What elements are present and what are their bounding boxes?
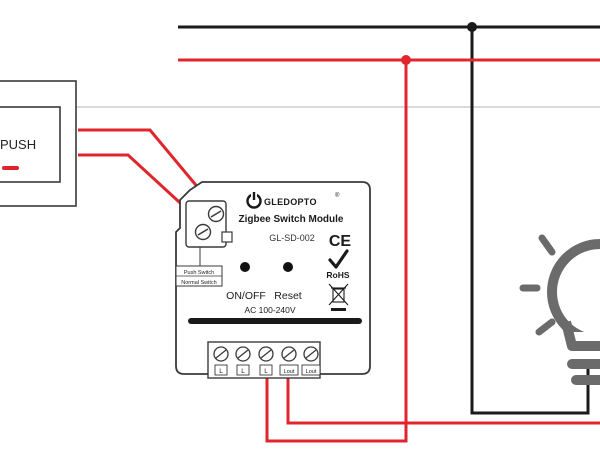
- on-off-button: [240, 262, 250, 272]
- brand-name: GLEDOPTO: [264, 197, 317, 207]
- voltage-label: AC 100-240V: [244, 305, 295, 315]
- gledopto-logo: GLEDOPTO ®: [246, 191, 340, 209]
- ce-mark: CE: [329, 233, 352, 250]
- terminal-screws: [213, 346, 319, 362]
- terminal-label: L: [241, 368, 245, 375]
- switch-module: Push Switch Normal Switch GLEDOPTO ® Zig…: [175, 181, 371, 379]
- indicator-slot: [188, 318, 362, 324]
- switch-type-connector: Push Switch Normal Switch: [175, 200, 233, 287]
- normal-switch-mode-label: Normal Switch: [181, 280, 216, 286]
- module-model: GL-SD-002: [269, 233, 315, 243]
- push-switch-label: PUSH: [0, 137, 36, 152]
- reset-label: Reset: [274, 290, 302, 302]
- terminal-label: L: [219, 368, 223, 375]
- registered-mark: ®: [335, 192, 340, 199]
- live-junction: [401, 55, 411, 65]
- light-bulb-icon: [519, 234, 600, 385]
- check-mark-icon: [328, 249, 349, 269]
- push-switch: PUSH: [0, 80, 77, 207]
- on-off-label: ON/OFF: [226, 290, 266, 302]
- terminal-label: L: [264, 368, 268, 375]
- terminal-label: Lout: [306, 369, 317, 375]
- rohs-label: RoHS: [326, 270, 349, 280]
- terminal-label: Lout: [284, 369, 295, 375]
- neutral-junction: [467, 22, 477, 32]
- push-switch-mode-label: Push Switch: [184, 270, 214, 276]
- module-title: Zigbee Switch Module: [238, 214, 343, 225]
- terminal-block: L L L Lout Lout: [207, 341, 321, 379]
- weee-bin-icon: [328, 283, 349, 311]
- reset-button: [283, 262, 293, 272]
- live-wire: [78, 58, 600, 443]
